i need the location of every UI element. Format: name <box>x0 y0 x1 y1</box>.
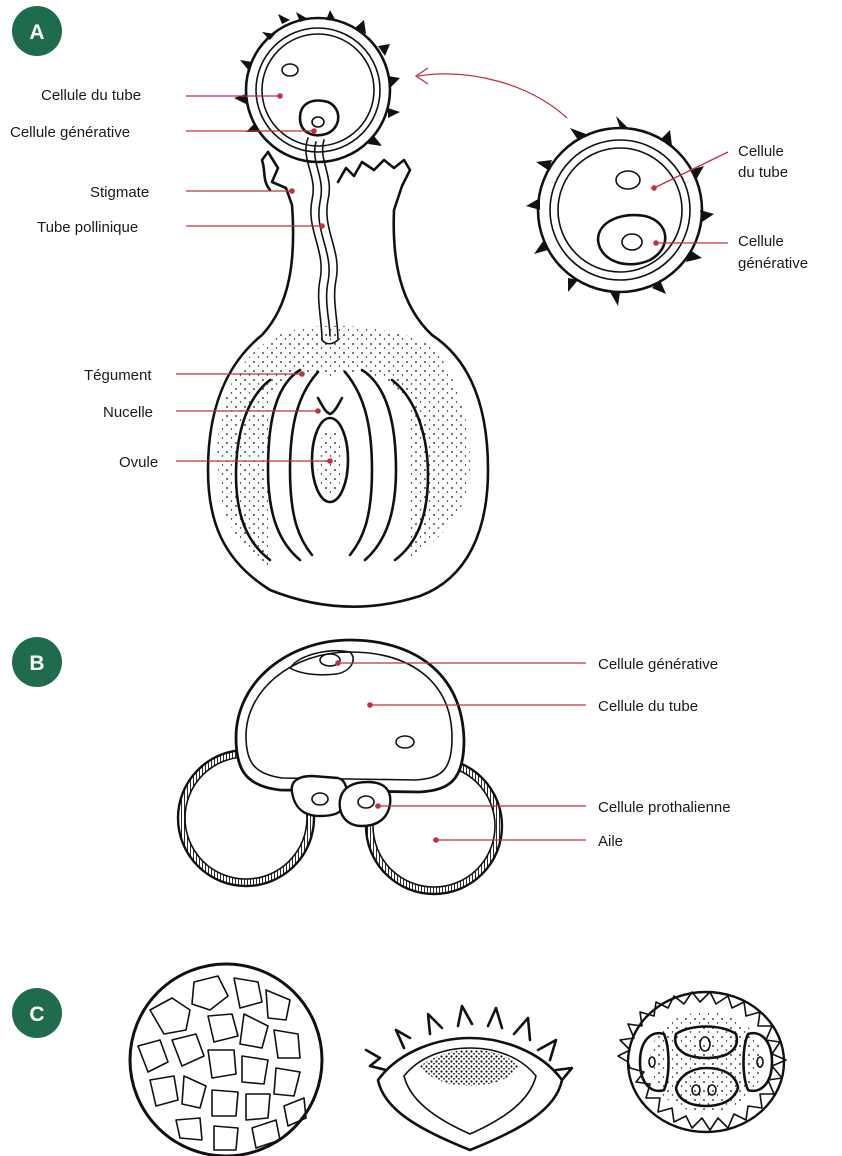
label-b-tube-cell: Cellule du tube <box>598 698 698 715</box>
dot-stigma <box>289 188 295 194</box>
dot-integument <box>299 371 305 377</box>
label-inset-tube-cell-1: Cellule <box>738 143 784 160</box>
pollen-tube-left <box>306 138 322 340</box>
panel-a: A <box>10 6 808 607</box>
pollen-grain-cell <box>262 34 374 146</box>
badge-c-text: C <box>29 1003 44 1026</box>
pollen-spikes <box>234 10 400 146</box>
badge-b: B <box>12 637 62 687</box>
nucellus <box>318 398 342 414</box>
inset-generative-cell <box>598 215 665 264</box>
label-tube-cell: Cellule du tube <box>41 87 141 104</box>
dot-b-wing <box>433 837 439 843</box>
dot-generative-cell <box>311 128 317 134</box>
dot-inset-generative-cell <box>653 240 659 246</box>
label-generative-cell: Cellule générative <box>10 124 130 141</box>
echinate-texture <box>420 1050 520 1086</box>
reticulate-pollen <box>130 964 322 1156</box>
integument-mid-right <box>362 370 396 560</box>
prothallial-cell-right <box>340 782 391 826</box>
dot-b-tube-cell <box>367 702 373 708</box>
dot-inset-tube-cell <box>651 185 657 191</box>
tube-cell-nucleus <box>282 64 298 76</box>
label-inset-generative-cell-1: Cellule <box>738 233 784 250</box>
pollen-grain-a <box>234 10 400 162</box>
ovary-tissue <box>218 326 471 568</box>
inset-spikes <box>526 116 714 306</box>
dot-b-generative-cell <box>335 660 341 666</box>
dot-nucellus <box>315 408 321 414</box>
dot-b-prothallial-cell <box>375 803 381 809</box>
labels-a: Cellule du tube Cellule générative Stigm… <box>10 87 808 471</box>
inset-arrow <box>418 74 567 118</box>
label-stigma: Stigmate <box>90 184 149 201</box>
dot-pollen-tube <box>319 223 325 229</box>
inset-tube-nucleus <box>616 171 640 189</box>
integument-inner-left <box>290 372 318 555</box>
inset-inner <box>550 140 690 280</box>
echinate-pollen <box>366 1006 572 1150</box>
label-inset-generative-cell-2: générative <box>738 255 808 272</box>
pollen-grain-inner <box>256 28 380 152</box>
dot-tube-cell <box>277 93 283 99</box>
label-pollen-tube: Tube pollinique <box>37 219 138 236</box>
label-integument: Tégument <box>84 367 152 384</box>
inset-pollen-grain <box>526 116 714 306</box>
badge-a-text: A <box>29 21 44 44</box>
label-inset-tube-cell-2: du tube <box>738 164 788 181</box>
label-nucellus: Nucelle <box>103 404 153 421</box>
label-b-wing: Aile <box>598 833 623 850</box>
panel-c: C <box>12 964 786 1156</box>
winged-pollen <box>178 640 502 894</box>
dot-ovule <box>327 458 333 464</box>
reticulate-network <box>138 976 306 1150</box>
pollen-grain-outer <box>246 18 390 162</box>
prothallial-cell-left <box>292 776 347 816</box>
generative-nucleus <box>312 117 324 127</box>
badge-a: A <box>12 6 62 56</box>
inset-cell <box>558 148 682 272</box>
panel-b: B Cellule générative Cellule du <box>12 637 731 894</box>
label-b-prothallial-cell: Cellule prothalienne <box>598 799 731 816</box>
spiky-pollen <box>618 992 786 1132</box>
inset-generative-nucleus <box>622 234 642 250</box>
integument-mid-left <box>268 370 300 560</box>
label-ovule: Ovule <box>119 454 158 471</box>
pistil-drawing <box>208 138 488 607</box>
label-b-generative-cell: Cellule générative <box>598 656 718 673</box>
badge-b-text: B <box>29 652 44 675</box>
pollen-tube-inner <box>315 142 330 336</box>
stigma-left-lobe <box>262 152 270 190</box>
inset-outer <box>538 128 702 292</box>
badge-c: C <box>12 988 62 1038</box>
